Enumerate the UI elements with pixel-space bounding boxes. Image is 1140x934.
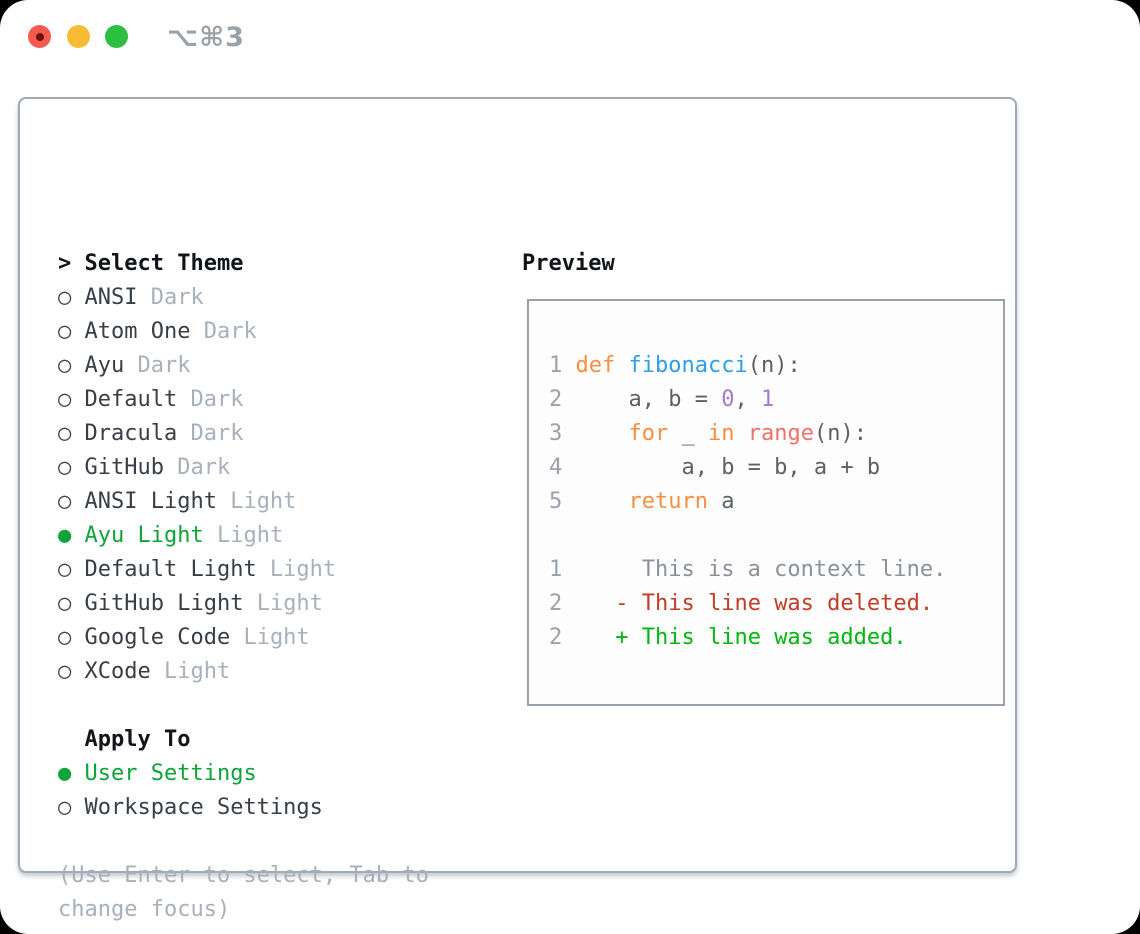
option-label: XCode — [84, 659, 151, 684]
code-line: 2 a, b = 0, 1 — [549, 387, 775, 412]
theme-variant-label: Light — [216, 489, 297, 514]
theme-option[interactable]: ○ ANSI Light Light — [58, 485, 429, 519]
radio-unselected-icon: ○ — [58, 319, 85, 344]
option-label: ANSI — [84, 285, 138, 310]
code-line: 5 return a — [549, 489, 735, 514]
radio-unselected-icon: ○ — [58, 625, 85, 650]
option-label: GitHub — [84, 455, 164, 480]
code-line: 4 a, b = b, a + b — [549, 455, 881, 480]
theme-option[interactable]: ○ Dracula Dark — [58, 417, 429, 451]
radio-unselected-icon: ○ — [58, 557, 85, 582]
theme-option[interactable]: ○ GitHub Light Light — [58, 587, 429, 621]
option-label: Default Light — [84, 557, 257, 582]
option-label: GitHub Light — [84, 591, 244, 616]
select-theme-label: Select Theme — [84, 251, 244, 276]
option-label: Ayu — [84, 353, 125, 378]
theme-option[interactable]: ● Ayu Light Light — [58, 519, 429, 553]
option-label: ANSI Light — [84, 489, 217, 514]
radio-selected-icon: ● — [58, 523, 85, 548]
preview-box: 1 def fibonacci(n): 2 a, b = 0, 1 3 for _ … — [527, 299, 1005, 706]
theme-variant-label: Light — [243, 591, 323, 616]
theme-variant-label: Dark — [137, 285, 204, 310]
apply-to-header: Apply To — [58, 723, 429, 757]
help-text-line1: (Use Enter to select, Tab to — [58, 863, 429, 888]
line-number: 2 — [549, 591, 576, 616]
theme-variant-label: Light — [230, 625, 310, 650]
option-label: Google Code — [84, 625, 231, 650]
theme-variant-label: Dark — [177, 421, 244, 446]
option-label: Ayu Light — [84, 523, 204, 548]
line-number: 3 — [549, 421, 576, 446]
theme-list-pane: > Select Theme ○ ANSI Dark○ Atom One Dar… — [58, 247, 429, 927]
radio-unselected-icon: ○ — [58, 285, 85, 310]
radio-unselected-icon: ○ — [58, 353, 85, 378]
radio-selected-icon: ● — [58, 761, 85, 786]
help-text-line2: change focus) — [58, 897, 231, 922]
theme-option[interactable]: ○ Ayu Dark — [58, 349, 429, 383]
line-number: 5 — [549, 489, 576, 514]
code-line: 1 def fibonacci(n): — [549, 353, 801, 378]
close-button-icon[interactable] — [28, 25, 51, 48]
theme-selector-panel: > Select Theme ○ ANSI Dark○ Atom One Dar… — [18, 97, 1017, 922]
theme-option[interactable]: ○ Google Code Light — [58, 621, 429, 655]
line-number: 1 — [549, 557, 576, 582]
line-number: 2 — [549, 387, 576, 412]
spacer — [58, 689, 429, 723]
radio-unselected-icon: ○ — [58, 659, 85, 684]
option-label: Dracula — [84, 421, 178, 446]
code-line — [549, 519, 1003, 553]
preview-code: 1 def fibonacci(n): 2 a, b = 0, 1 3 for _ … — [549, 349, 1003, 655]
radio-unselected-icon: ○ — [58, 421, 85, 446]
theme-variant-label: Dark — [190, 319, 257, 344]
radio-unselected-icon: ○ — [58, 795, 85, 820]
apply-to-label: Apply To — [58, 727, 191, 752]
code-line: 3 for _ in range(n): — [549, 421, 867, 446]
radio-unselected-icon: ○ — [58, 387, 85, 412]
line-number: 2 — [549, 625, 576, 650]
theme-option[interactable]: ○ GitHub Dark — [58, 451, 429, 485]
theme-variant-label: Light — [256, 557, 337, 582]
radio-unselected-icon: ○ — [58, 591, 85, 616]
select-theme-header: > Select Theme — [58, 247, 429, 281]
apply-to-list: ● User Settings○ Workspace Settings — [58, 757, 429, 825]
radio-unselected-icon: ○ — [58, 489, 85, 514]
line-number: 4 — [549, 455, 576, 480]
titlebar: ⌥⌘3 — [0, 0, 1140, 74]
theme-option[interactable]: ○ Default Dark — [58, 383, 429, 417]
radio-unselected-icon: ○ — [58, 455, 85, 480]
theme-variant-label: Dark — [177, 387, 244, 412]
prompt-icon: > — [58, 251, 85, 276]
theme-variant-label: Dark — [163, 455, 231, 480]
preview-header: Preview — [522, 251, 615, 276]
window-title: ⌥⌘3 — [167, 22, 245, 53]
theme-option[interactable]: ○ Atom One Dark — [58, 315, 429, 349]
minimize-button-icon[interactable] — [67, 25, 90, 48]
theme-variant-label: Light — [150, 659, 231, 684]
apply-to-option[interactable]: ○ Workspace Settings — [58, 791, 429, 825]
option-label: User Settings — [84, 761, 257, 786]
theme-option[interactable]: ○ ANSI Dark — [58, 281, 429, 315]
apply-to-option[interactable]: ● User Settings — [58, 757, 429, 791]
theme-variant-label: Dark — [124, 353, 191, 378]
theme-list: ○ ANSI Dark○ Atom One Dark○ Ayu Dark○ De… — [58, 281, 429, 689]
theme-option[interactable]: ○ XCode Light — [58, 655, 429, 689]
line-number — [549, 523, 562, 548]
option-label: Atom One — [84, 319, 191, 344]
spacer — [58, 825, 429, 859]
code-line: 1 This is a context line. — [549, 557, 947, 582]
code-line: 2 + This line was added. — [549, 625, 907, 650]
theme-variant-label: Light — [203, 523, 284, 548]
theme-option[interactable]: ○ Default Light Light — [58, 553, 429, 587]
line-number: 1 — [549, 353, 576, 378]
option-label: Workspace Settings — [84, 795, 323, 820]
code-line: 2 - This line was deleted. — [549, 591, 934, 616]
zoom-button-icon[interactable] — [105, 25, 128, 48]
option-label: Default — [84, 387, 178, 412]
